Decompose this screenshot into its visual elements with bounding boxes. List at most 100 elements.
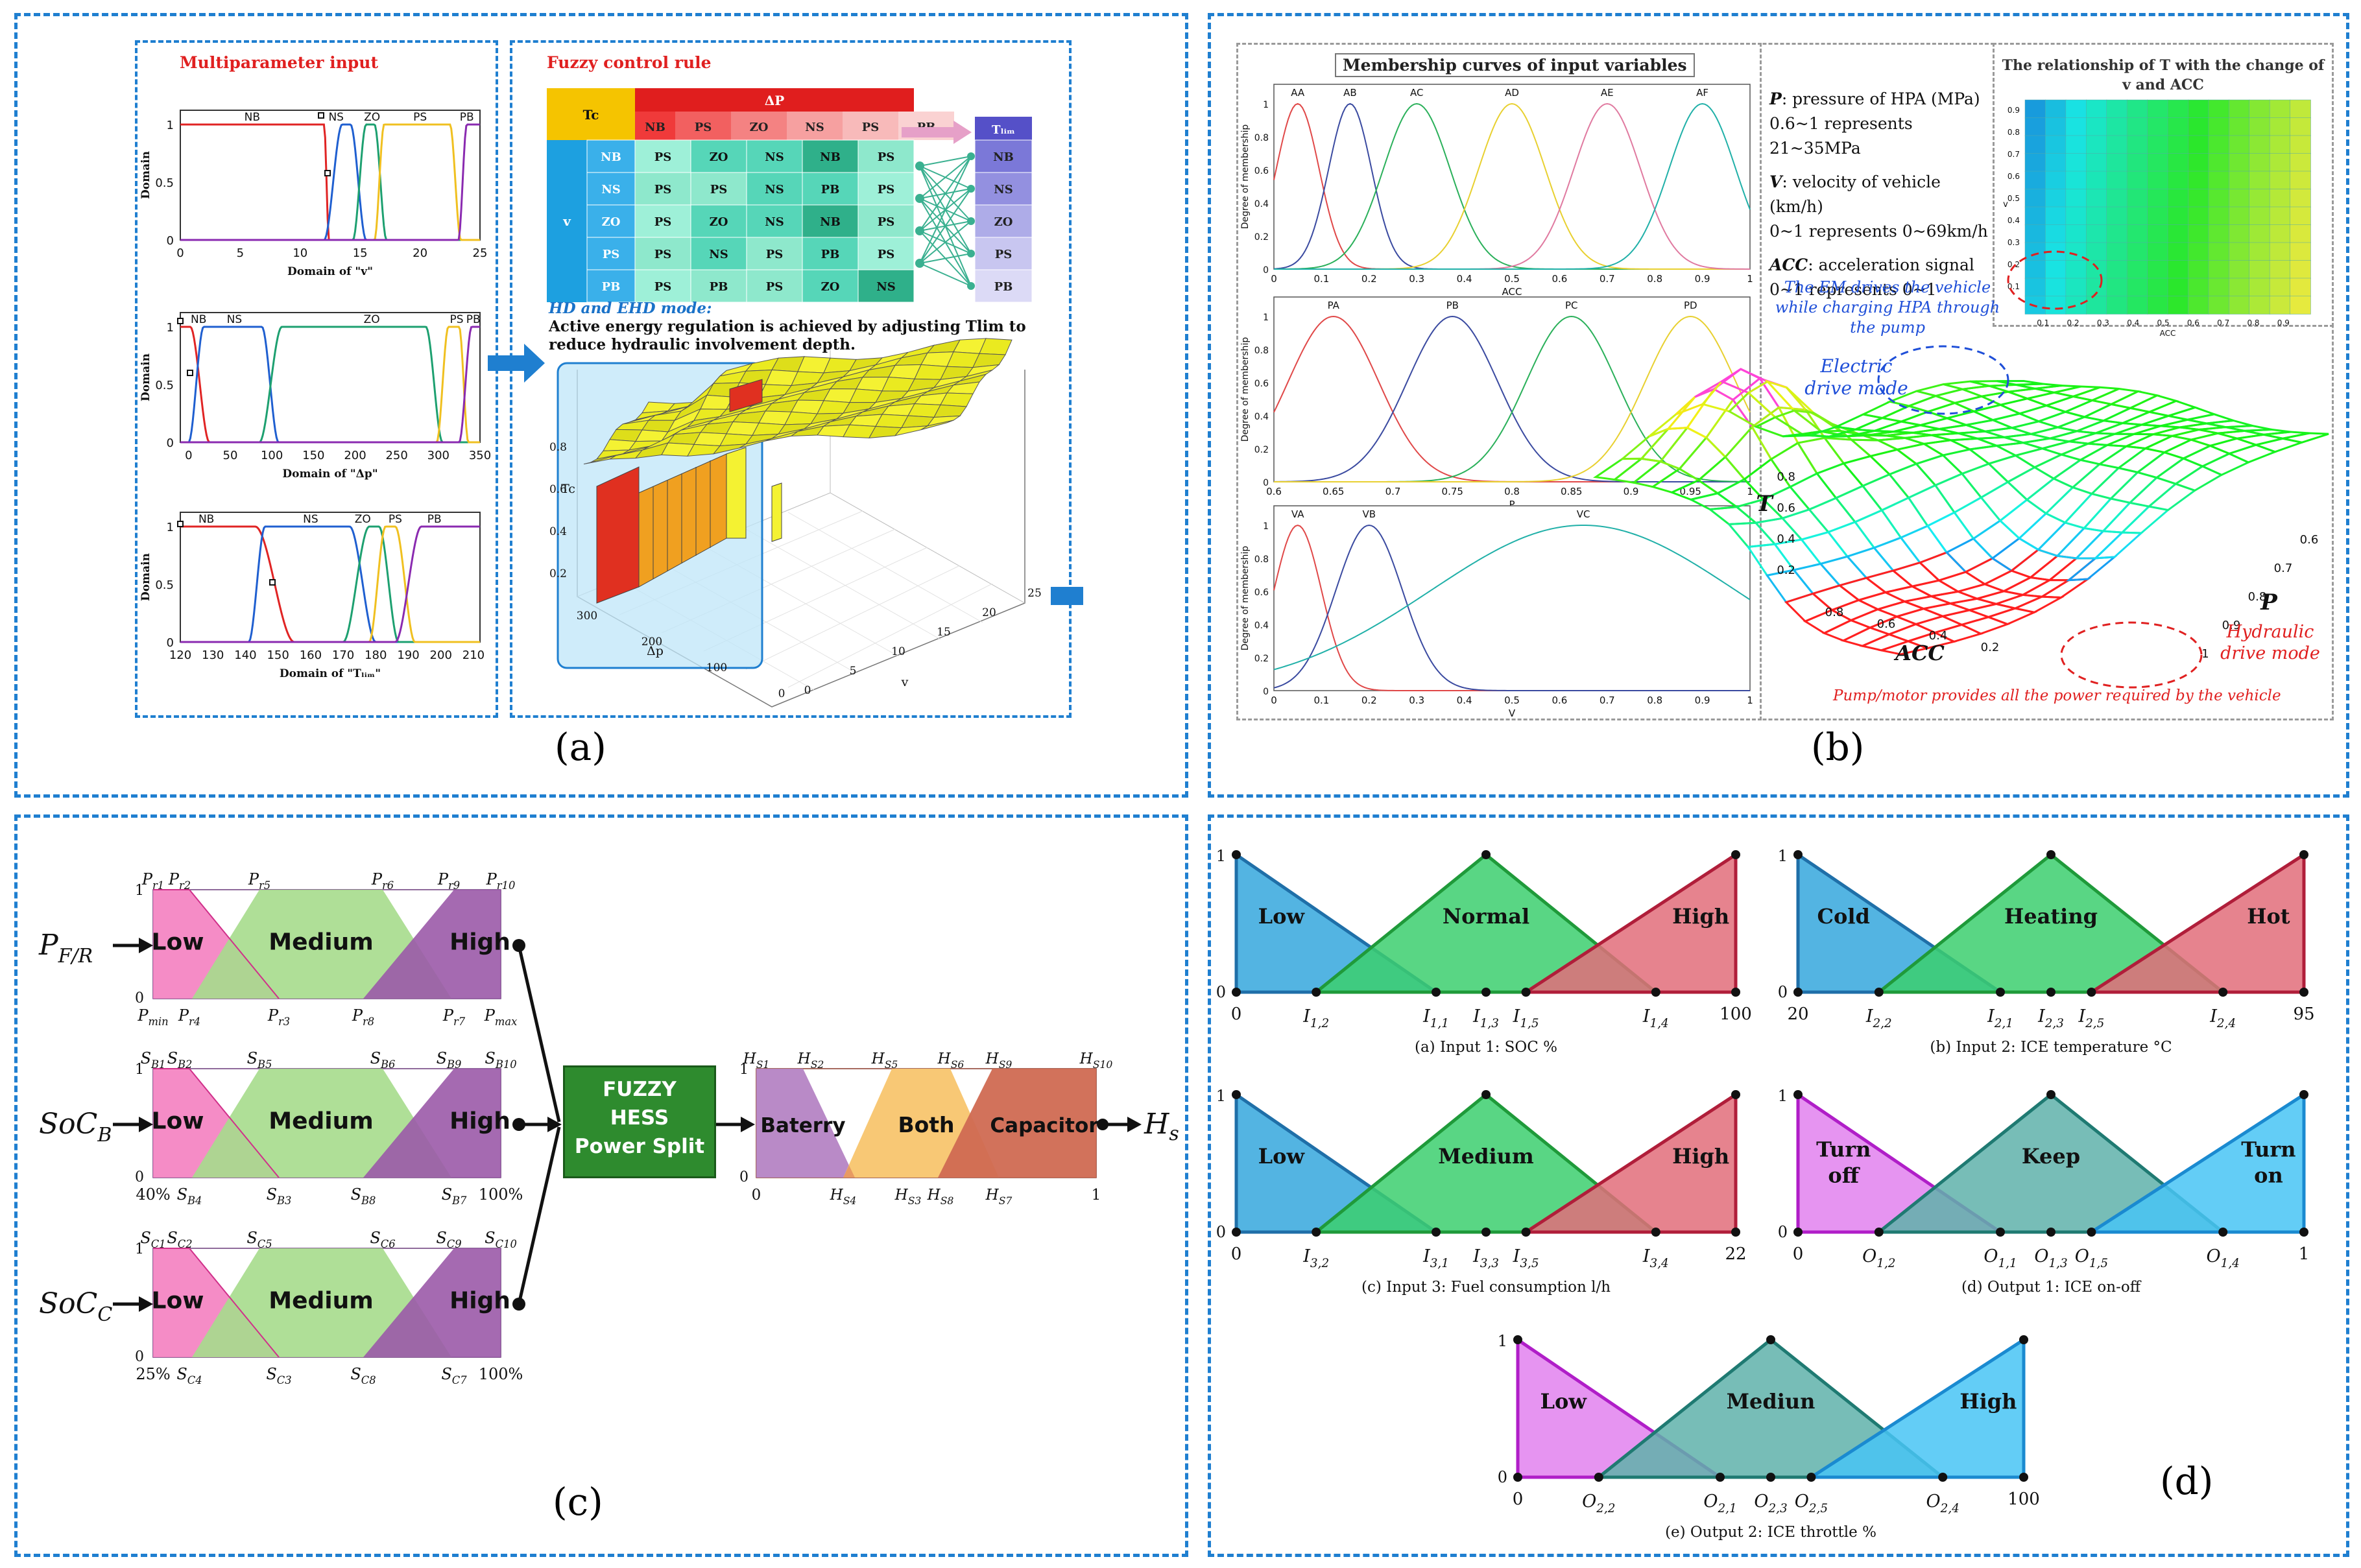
tick-sub: 2,1 (1994, 1017, 2013, 1030)
input-name-sub: B (97, 1124, 112, 1146)
tick-main: I (1642, 1246, 1651, 1266)
surface-grid (787, 583, 993, 688)
variable-text: 0.6~1 represents 21~35MPa (1769, 114, 1913, 158)
x-tick-label: 150 (302, 449, 324, 462)
top-tick-label: SB5 (247, 1049, 272, 1071)
surface-y-tick: 0.6 (2300, 533, 2319, 547)
heatmap-cell (2249, 135, 2270, 154)
vertex-dot (1874, 988, 1884, 997)
x-tick-label: 0.1 (1313, 273, 1329, 285)
tick-main: O (1703, 1491, 1718, 1512)
x-tick-label: O1,3 (2034, 1246, 2067, 1270)
surface-y-tick: 0 (804, 684, 811, 697)
connector-line (517, 1126, 561, 1305)
tick-sub: r3 (278, 1016, 290, 1028)
heatmap-low-region-ellipse (2007, 250, 2103, 310)
top-tick-label: HS10 (1079, 1051, 1113, 1071)
rule-cell (857, 237, 915, 270)
heatmap-title-line-2: v and ACC (2122, 77, 2204, 93)
heatmap-cell (2167, 242, 2189, 261)
output-name: Hs (1144, 1108, 1179, 1145)
rule-cell (690, 269, 747, 303)
term-label: Keep (2022, 1144, 2080, 1169)
heatmap-x-tick: 0.4 (2127, 318, 2139, 327)
tick-main: S (247, 1049, 258, 1067)
vertex-dot (2299, 1228, 2308, 1237)
y-tick-label: 1 (1263, 100, 1269, 110)
mf-high (363, 1069, 501, 1178)
tick-main: S (485, 1049, 495, 1067)
vertex-dot (1731, 1228, 1740, 1237)
heatmap-cell (2024, 260, 2046, 279)
heatmap-cell (2208, 189, 2230, 208)
heatmap-cell (2065, 135, 2087, 154)
bottom-tick-label: SB7 (442, 1185, 467, 1207)
x-tick-label: 0 (1271, 695, 1277, 706)
heatmap-cell (2188, 117, 2209, 136)
x-tick-label: 100 (261, 449, 283, 462)
col-header-cell (731, 112, 787, 140)
input-name-sub: C (97, 1303, 112, 1326)
x-tick-label: 180 (365, 648, 387, 662)
vertex-dot (2046, 1228, 2055, 1237)
y-zero: 0 (1778, 983, 1788, 1001)
x-tick-label: I1,4 (1642, 1006, 1669, 1030)
top-tick-label: Pr6 (371, 870, 394, 892)
term-label: High (449, 1108, 510, 1134)
flow-marker (1051, 587, 1083, 605)
rule-cell-text: NS (876, 280, 895, 294)
tick-sub: S1 (756, 1058, 770, 1071)
tick-sub: r10 (497, 879, 516, 892)
tick-main: H (927, 1187, 941, 1204)
node-dot (967, 185, 975, 193)
variable-name: P (1769, 89, 1782, 108)
mf-capacitor (938, 1069, 1096, 1178)
rule-cell (746, 269, 803, 303)
marker (187, 370, 193, 376)
tick-main: S (436, 1229, 446, 1247)
rule-cell-text: NS (709, 248, 728, 261)
tick-main: I (1422, 1006, 1431, 1027)
output-term: ZO (994, 215, 1013, 229)
y-zero: 0 (135, 1349, 144, 1365)
y-axis-label: Degree of membership (1240, 546, 1251, 651)
top-tick-label: SB10 (485, 1049, 516, 1071)
heatmap-cell (2024, 171, 2046, 190)
heatmap-x-tick: 0.7 (2217, 318, 2229, 327)
surface-wall (771, 482, 782, 542)
surface-grid (745, 529, 941, 640)
heatmap-y-tick: 0.7 (2007, 150, 2020, 159)
x-tick-label: 250 (385, 449, 407, 462)
vertex-dot (2299, 988, 2308, 997)
row-header: NB (601, 150, 621, 164)
heatmap-cell (2147, 117, 2168, 136)
heatmap-cell (2290, 242, 2311, 261)
surface-grid (787, 512, 983, 623)
tick-main: P (141, 870, 153, 888)
x-tick-label: 120 (169, 648, 191, 662)
bottom-tick-label: SC7 (441, 1365, 467, 1386)
tick-sub: C2 (178, 1238, 193, 1250)
x-tick-label: O1,4 (2207, 1246, 2240, 1270)
tick-sub: S4 (843, 1194, 857, 1207)
surface-z-label: Tc (561, 482, 575, 496)
rule-cell (634, 269, 691, 303)
heatmap-cell (2167, 296, 2189, 315)
x-left-value: 0 (1793, 1244, 1804, 1264)
term-label: VA (1291, 508, 1304, 520)
heatmap-cell (2086, 135, 2107, 154)
tick-sub: B2 (177, 1058, 192, 1071)
tick-sub: r6 (382, 879, 394, 892)
vertex-dot (1481, 1090, 1491, 1099)
heatmap-cell (2065, 189, 2087, 208)
bottom-tick-label: SC8 (350, 1365, 376, 1386)
col-header: PS (695, 121, 712, 134)
heatmap-cell (2290, 135, 2311, 154)
tick-sub: B5 (257, 1058, 272, 1071)
membership-curve-vc (1273, 524, 1751, 671)
surface-p-label: P (2260, 589, 2278, 615)
tick-sub: 2,3 (2044, 1017, 2064, 1030)
tick-main: S (370, 1049, 381, 1067)
